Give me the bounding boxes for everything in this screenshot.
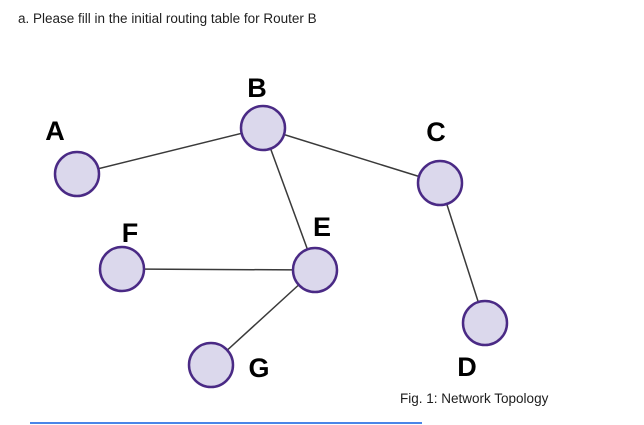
- node-D: [461, 299, 509, 347]
- edge-B-C: [262, 127, 441, 184]
- node-F: [98, 245, 146, 293]
- figure-caption: Fig. 1: Network Topology: [400, 391, 549, 406]
- node-label-D: D: [457, 352, 477, 382]
- question-title: a. Please fill in the initial routing ta…: [18, 11, 317, 26]
- node-E: [291, 246, 339, 294]
- node-label-B: B: [247, 73, 267, 103]
- node-label-A: A: [45, 116, 65, 146]
- edge-E-F: [121, 268, 316, 271]
- edge-A-B: [76, 127, 264, 175]
- edge-B-E: [262, 127, 316, 271]
- edge-C-D: [439, 182, 486, 324]
- blue-divider-line: [30, 422, 422, 424]
- node-A: [53, 150, 101, 198]
- node-label-F: F: [122, 218, 139, 248]
- edge-E-G: [210, 269, 316, 366]
- node-label-G: G: [248, 353, 269, 383]
- node-label-E: E: [313, 212, 331, 242]
- node-B: [239, 104, 287, 152]
- node-C: [416, 159, 464, 207]
- node-label-C: C: [426, 117, 446, 147]
- node-G: [187, 341, 235, 389]
